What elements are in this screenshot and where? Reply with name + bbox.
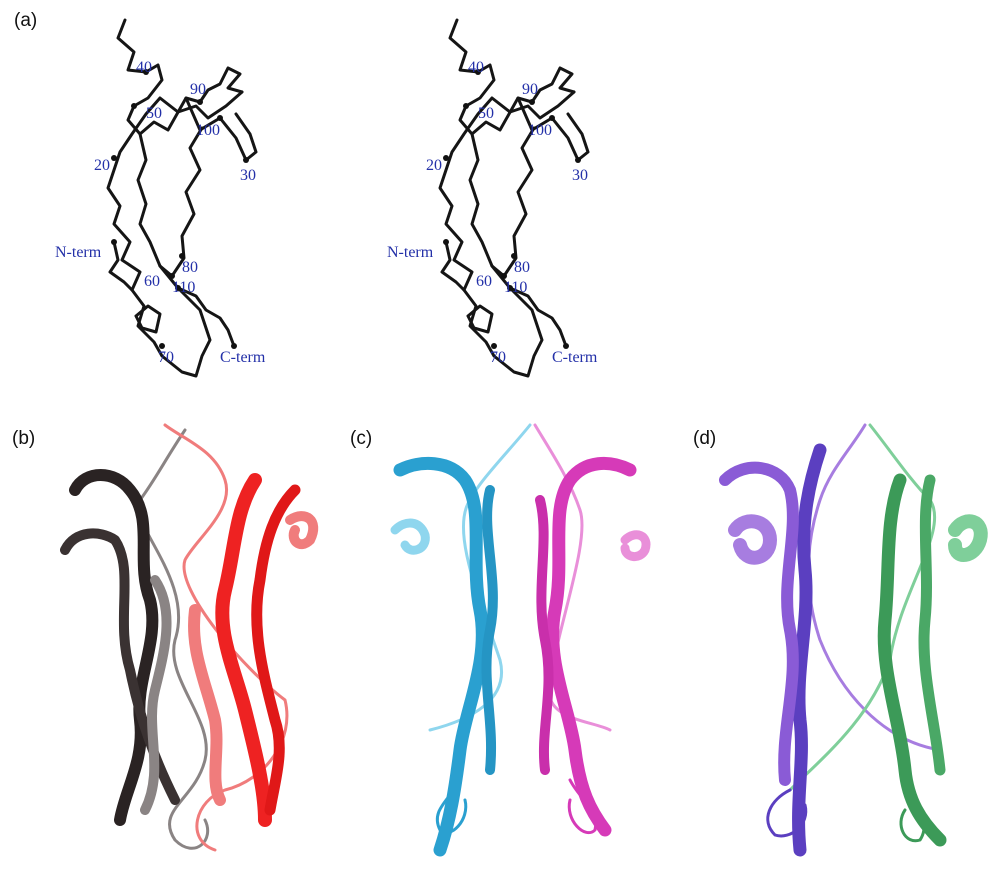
coil-chain-a-light [808,425,940,750]
res-label-80: 80 [514,259,530,276]
strand-chain-b-green-2 [924,480,940,770]
res-label-90: 90 [190,81,206,98]
panel-label-a: (a) [14,10,37,32]
res-label-30: 30 [572,167,588,184]
res-label-110: 110 [172,279,195,296]
calpha-trace-right [440,20,588,376]
res-label-100: 100 [528,122,552,139]
trace-segment-core [138,128,202,276]
res-label-40: 40 [468,59,484,76]
trace-segment-top [118,20,242,134]
panel-label-b: (b) [12,428,35,450]
res-label-50: 50 [478,105,494,122]
ribbon-dimer-c [370,420,670,870]
res-label-nterm: N-term [387,244,434,261]
res-label-30: 30 [240,167,256,184]
calpha-trace-left [108,20,256,376]
ribbon-dimer-b [45,420,345,870]
strand-chain-b-magenta [553,463,630,830]
strand-chain-a-helix [735,521,770,557]
strand-chain-b-helix [955,521,981,555]
res-label-40: 40 [136,59,152,76]
strand-chain-a-violet [725,468,793,780]
res-label-60: 60 [476,273,492,290]
res-label-110: 110 [504,279,527,296]
stereo-trace-right: 40 90 50 100 20 30 N-term 80 60 110 70 C… [382,10,642,390]
res-label-cterm: C-term [220,349,266,366]
strand-chain-b-helix [290,516,313,544]
res-label-70: 70 [490,349,506,366]
strand-chain-a-dark [75,475,152,820]
res-label-70: 70 [158,349,174,366]
panel-label-c: (c) [350,428,372,450]
res-label-60: 60 [144,273,160,290]
trace-segment-top [450,20,574,134]
res-label-90: 90 [522,81,538,98]
res-label-20: 20 [426,157,442,174]
stereo-trace-left: 40 90 50 100 20 30 N-term 80 60 110 70 C… [50,10,310,390]
strand-chain-b-pink [625,535,646,557]
strand-chain-b-pink [194,610,220,800]
ribbon-dimer-d [700,420,1000,870]
res-label-nterm: N-term [55,244,102,261]
strand-chain-a-cyan [395,523,425,550]
res-label-20: 20 [94,157,110,174]
res-label-50: 50 [146,105,162,122]
strand-chain-a-blue-2 [486,490,492,770]
res-label-cterm: C-term [552,349,598,366]
res-label-80: 80 [182,259,198,276]
trace-segment-core [470,128,534,276]
res-label-100: 100 [196,122,220,139]
strand-chain-b-magenta-2 [540,500,549,770]
